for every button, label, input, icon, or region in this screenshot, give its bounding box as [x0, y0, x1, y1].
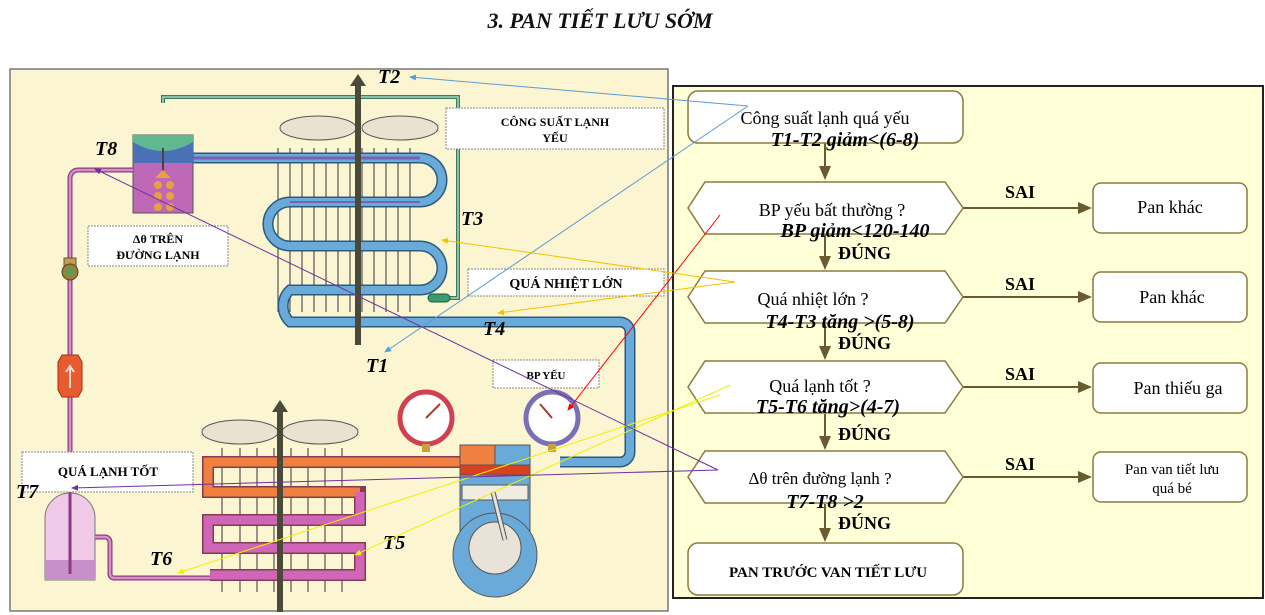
pointer-bp-gauge	[567, 214, 721, 411]
pointer-t1	[384, 105, 749, 353]
no-label-3: SAI	[1005, 364, 1035, 384]
svg-text:BP yếu bất thường ?: BP yếu bất thường ?	[759, 200, 906, 220]
compressor-icon	[452, 444, 538, 598]
sensor-bulb	[427, 293, 451, 303]
svg-text:CÔNG SUẤT LẠNH: CÔNG SUẤT LẠNH	[501, 114, 610, 129]
yes-label-4: ĐÚNG	[838, 512, 891, 533]
flow-criterion-3: T5-T6 tăng>(4-7)	[756, 396, 900, 418]
flow-criterion-4: T7-T8 >2	[786, 491, 864, 513]
expansion-valve-icon	[132, 134, 194, 214]
callout-cong-suat-lanh-yeu: CÔNG SUẤT LẠNH YẾU	[445, 107, 665, 150]
flow-start-text: Công suất lạnh quá yếu	[741, 108, 910, 128]
svg-text:Quá nhiệt lớn ?: Quá nhiệt lớn ?	[758, 289, 869, 309]
svg-text:Pan khác: Pan khác	[1139, 287, 1204, 307]
yes-label-2: ĐÚNG	[838, 332, 891, 353]
flow-criterion-1: BP giảm<120-140	[780, 220, 930, 242]
condenser-fan-icon	[201, 419, 359, 445]
svg-text:Pan thiếu ga: Pan thiếu ga	[1134, 378, 1223, 398]
sensor-label-t1: T1	[366, 355, 388, 377]
sight-glass-icon	[61, 257, 79, 281]
result-box-2	[1092, 271, 1248, 323]
pointer-t4	[497, 281, 736, 316]
callout-qua-lanh-tot: QUÁ LẠNH TỐT	[21, 451, 194, 493]
result-box-1	[1092, 182, 1248, 234]
svg-text:YẾU: YẾU	[542, 130, 568, 145]
svg-text:Pan van tiết lưu: Pan van tiết lưu	[1125, 462, 1220, 478]
pointer-t7	[71, 469, 719, 491]
flow-decision-4: Δθ trên đường lạnh ? T7-T8 >2 ĐÚNG SAI P…	[687, 450, 1248, 533]
callout-bp-yeu: BP YẾU	[492, 359, 600, 389]
high-pressure-gauge-icon	[397, 389, 455, 452]
svg-text:BP YẾU: BP YẾU	[526, 369, 565, 382]
flowchart-panel	[672, 85, 1264, 599]
sensor-label-t7: T7	[16, 481, 39, 503]
result-box-4	[1092, 451, 1248, 503]
no-label-2: SAI	[1005, 274, 1035, 294]
yes-label-1: ĐÚNG	[838, 242, 891, 263]
refrigeration-schematic: CÔNG SUẤT LẠNH YẾU Δθ TRÊN ĐƯỜNG LẠNH QU…	[9, 66, 669, 612]
pointer-t3	[441, 237, 736, 283]
sensor-label-t2: T2	[378, 66, 400, 88]
evaporator-fan-icon	[279, 115, 439, 141]
pointer-t2	[409, 74, 749, 107]
troubleshooting-flowchart: Công suất lạnh quá yếu T1-T2 giảm<(6-8) …	[672, 85, 1264, 599]
svg-text:Δθ trên đường lạnh ?: Δθ trên đường lạnh ?	[748, 469, 891, 488]
sensor-label-t3: T3	[461, 208, 483, 230]
no-label-1: SAI	[1005, 182, 1035, 202]
low-pressure-gauge-icon	[523, 389, 581, 452]
flow-criterion-2: T4-T3 tăng >(5-8)	[765, 311, 914, 333]
filter-drier-icon	[57, 354, 83, 398]
flow-decision-1: BP yếu bất thường ? BP giảm<120-140 ĐÚNG…	[687, 181, 1248, 263]
pointer-t8	[94, 168, 719, 471]
svg-text:quá bé: quá bé	[1152, 481, 1192, 497]
sensor-label-t5: T5	[383, 532, 405, 554]
sensor-label-t4: T4	[483, 318, 505, 340]
svg-text:QUÁ NHIỆT LỚN: QUÁ NHIỆT LỚN	[509, 275, 622, 292]
yes-label-3: ĐÚNG	[838, 423, 891, 444]
page-title: 3. PAN TIẾT LƯU SỚM	[487, 8, 713, 33]
no-label-4: SAI	[1005, 454, 1035, 474]
svg-text:Pan khác: Pan khác	[1137, 197, 1202, 217]
svg-text:Δθ TRÊN: Δθ TRÊN	[133, 232, 183, 246]
pointer-lines	[71, 74, 749, 574]
sensor-label-t6: T6	[150, 548, 172, 570]
flow-decision-2: Quá nhiệt lớn ? T4-T3 tăng >(5-8) ĐÚNG S…	[687, 270, 1248, 353]
result-box-3	[1092, 362, 1248, 414]
svg-text:Quá lạnh tốt ?: Quá lạnh tốt ?	[769, 376, 870, 396]
flow-end-box: PAN TRƯỚC VAN TIẾT LƯU	[687, 542, 964, 596]
callout-qua-nhiet-lon: QUÁ NHIỆT LỚN	[467, 268, 665, 297]
svg-text:QUÁ LẠNH TỐT: QUÁ LẠNH TỐT	[58, 464, 158, 479]
pointer-t6	[177, 394, 721, 574]
pointer-t5	[354, 384, 731, 556]
callout-delta-theta-duong-lanh: Δθ TRÊN ĐƯỜNG LẠNH	[87, 225, 229, 267]
svg-text:ĐƯỜNG LẠNH: ĐƯỜNG LẠNH	[116, 248, 200, 262]
svg-text:PAN TRƯỚC VAN TIẾT LƯU: PAN TRƯỚC VAN TIẾT LƯU	[729, 564, 927, 581]
flow-decision-3: Quá lạnh tốt ? T5-T6 tăng>(4-7) ĐÚNG SAI…	[687, 360, 1248, 444]
sensor-label-t8: T8	[95, 138, 117, 160]
flow-start-box: Công suất lạnh quá yếu T1-T2 giảm<(6-8)	[687, 90, 964, 151]
flow-start-criterion: T1-T2 giảm<(6-8)	[771, 129, 920, 151]
